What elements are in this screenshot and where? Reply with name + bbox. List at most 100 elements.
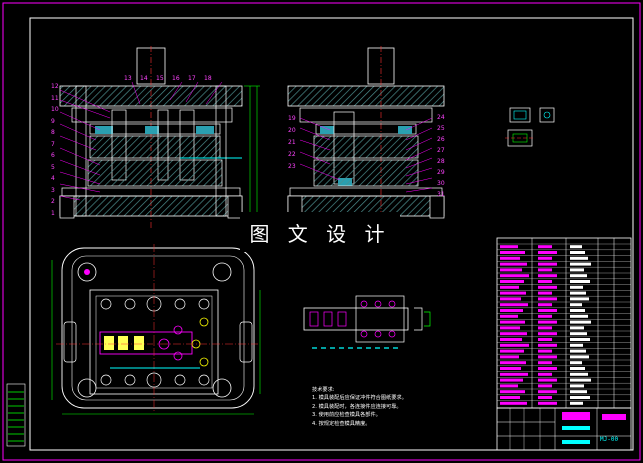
drawing-code: MJ-00 [600,436,619,443]
bom-material [538,285,557,289]
callout-number: 5 [51,163,55,171]
note-item-3: 3. 使用前应检查模具各部件。 [312,412,381,419]
bom-material [538,251,557,254]
bom-part-name [500,274,529,278]
callout-number: 12 [51,83,59,90]
callout-number: 13 [124,75,132,82]
bom-material [538,245,552,249]
callout-number: 6 [51,152,55,159]
callout-number: 18 [204,75,212,82]
strip-layout [303,295,431,349]
bom-note [570,291,586,295]
bom-material [538,303,552,307]
bom-material [538,332,557,336]
callout-number: 28 [437,158,445,165]
bom-part-name [500,355,519,359]
callout-number: 31 [437,191,445,198]
bom-part-name [500,245,518,249]
bom-part-name [500,256,520,260]
side-section-view [287,46,445,226]
bom-note [570,367,585,370]
bom-note [570,285,583,289]
callout-number: 27 [437,147,445,154]
callout-number: 29 [437,169,445,176]
note-item-2: 2. 模具装配时，各连接件应连接可靠。 [312,403,402,410]
callout-number: 2 [51,198,55,205]
callout-number: 21 [288,139,296,146]
bom-part-name [500,268,522,272]
callout-number: 8 [51,129,55,136]
bom-part-name [500,297,521,301]
bom-part-name [500,384,518,388]
bom-note [570,378,591,382]
plan-view [51,244,261,415]
corner-block [6,383,26,447]
bom-note [570,256,588,260]
bom-material [538,355,557,359]
bom-material [538,280,552,283]
bom-material [538,268,552,272]
bom-part-name [500,378,523,382]
bom-material [538,372,552,376]
bom-part-name [500,326,520,330]
frame-border [29,17,634,451]
bom-part-name [500,396,520,399]
bom-material [538,291,552,295]
bom-note [570,390,587,394]
bom-note [570,309,585,312]
bom-note [570,251,585,254]
bom-note [570,355,589,359]
callout-number: 10 [51,106,59,113]
bom-material [538,349,552,353]
callout-number: 23 [288,163,296,170]
bom-material [538,326,552,330]
bom-note [570,349,586,353]
bom-part-name [500,332,527,336]
bom-part-name [500,285,519,289]
front-section-view [59,46,260,230]
bom-part-name [500,251,525,254]
bom-part-name [500,343,529,347]
callout-number: 30 [437,180,445,187]
bom-note [570,320,591,324]
bom-material [538,256,552,260]
note-item-1: 1. 模具装配后应保证冲件符合图纸要求。 [312,395,407,402]
bom-part-name [500,372,528,376]
bom-note [570,338,590,341]
callout-number: 1 [51,209,55,217]
callout-number: 15 [156,75,164,82]
bom-material [538,378,557,382]
callout-number: 9 [51,117,55,125]
bom-part-name [500,367,521,370]
callout-number: 25 [437,125,445,132]
callout-number: 14 [140,75,148,82]
bom-material [538,314,552,318]
technical-notes: 技术要求: 1. 模具装配后应保证冲件符合图纸要求。 2. 模具装配时，各连接件… [312,386,407,428]
callout-number: 17 [188,75,196,82]
bom-part-name [500,401,527,405]
bom-note [570,332,587,336]
note-item-4: 4. 按规定检查模具精度。 [312,420,371,427]
bom-note [570,361,582,365]
bom-note [570,262,591,266]
bom-material [538,396,552,399]
bom-note [570,343,583,347]
bom-note [570,303,582,307]
callout-number: 4 [51,175,55,182]
bom-note [570,314,588,318]
bom-material [538,343,557,347]
callout-number: 19 [288,115,296,122]
bom-material [538,297,557,301]
callout-number: 24 [437,114,445,121]
bom-part-name [500,314,518,318]
callout-number: 16 [172,75,180,82]
corner-block-rows [8,391,24,442]
callout-number: 7 [51,140,55,148]
bom-note [570,280,590,283]
callout-number: 22 [288,151,296,158]
bom-material [538,390,557,394]
bom-table [496,237,632,409]
bom-note [570,401,583,405]
title-block [496,407,632,451]
